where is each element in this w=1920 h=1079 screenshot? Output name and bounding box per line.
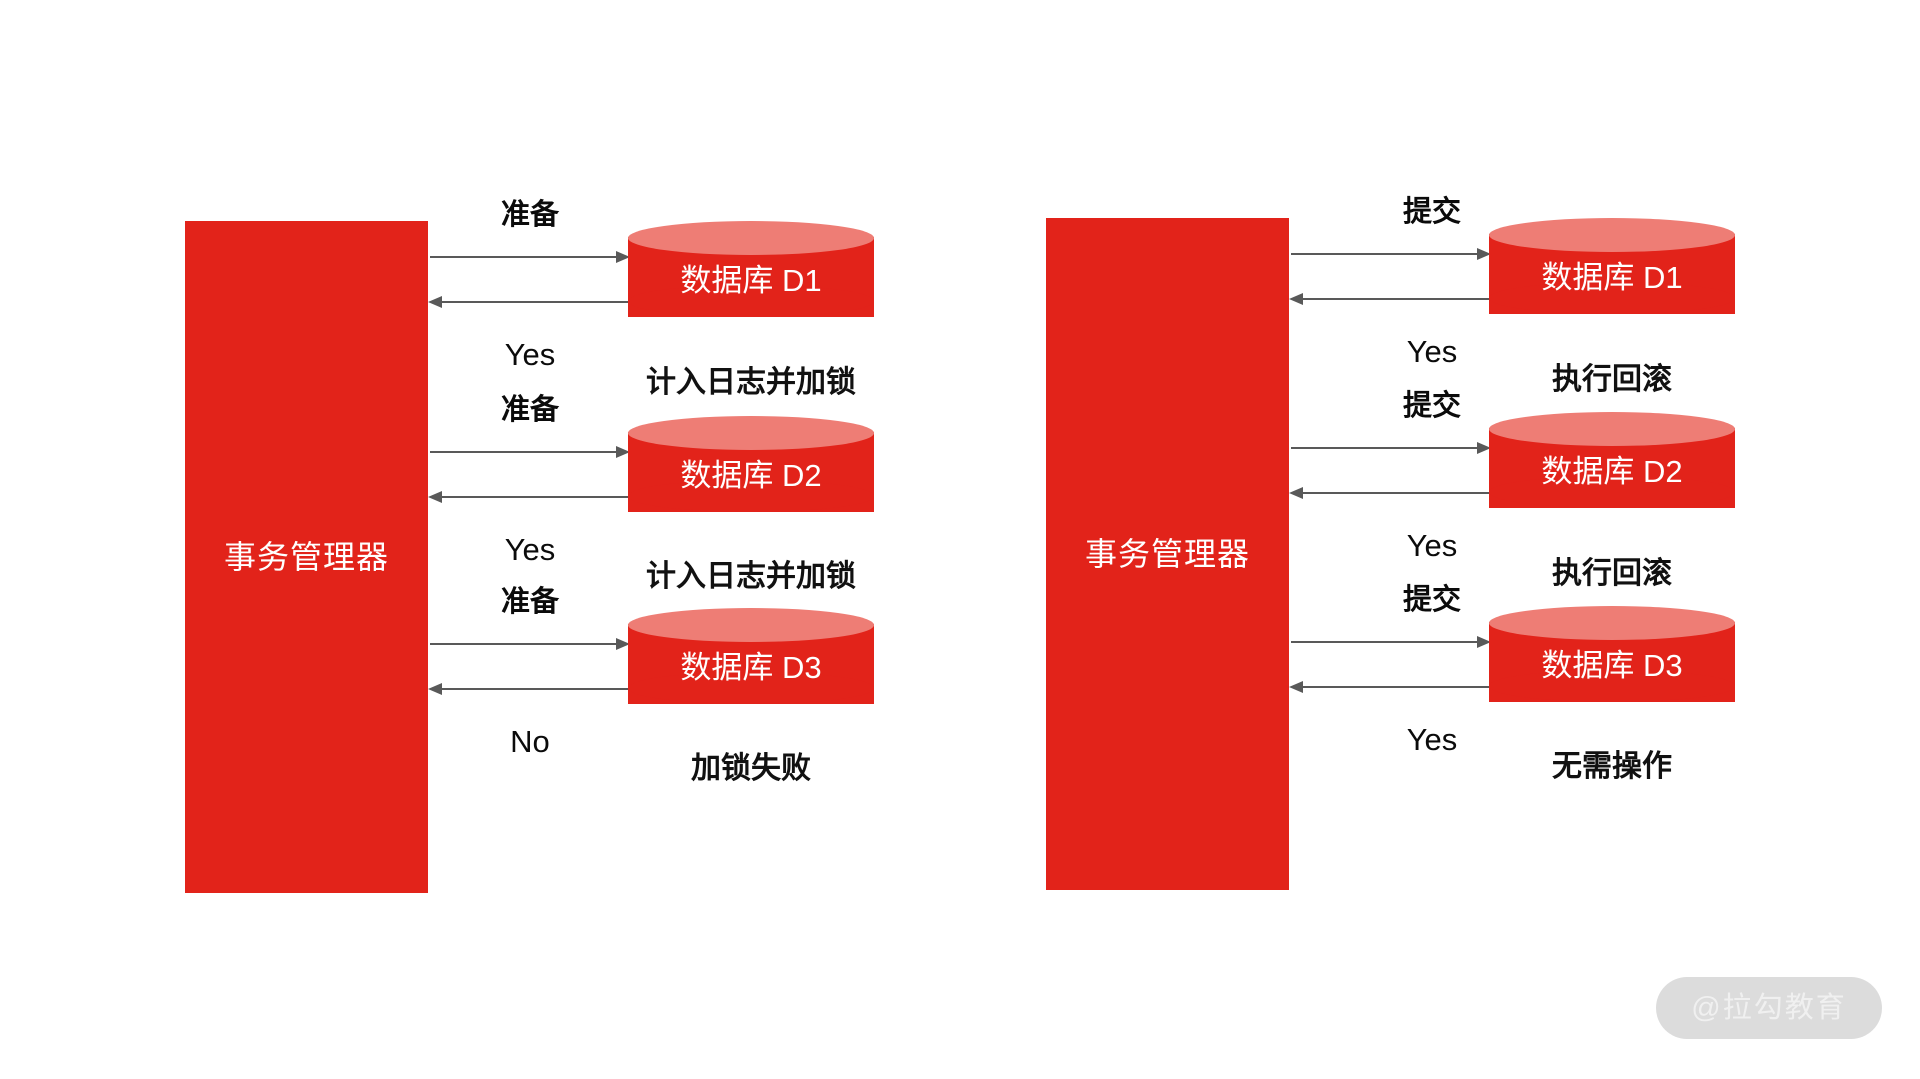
cylinder-top-ellipse [1489,218,1735,252]
cylinder-top-ellipse [628,221,874,255]
request-arrow-left-3 [430,637,630,651]
database-label-right-3: 数据库 D3 [1541,647,1683,683]
transaction-manager-label-right: 事务管理器 [1084,536,1250,572]
response-label-right-3: Yes [1406,722,1458,757]
cylinder-bottom-ellipse [628,480,874,512]
request-label-left-3: 准备 [500,586,559,618]
response-label-right-2: Yes [1406,528,1458,563]
database-label-left-3: 数据库 D3 [680,649,822,685]
request-label-left-2: 准备 [500,394,559,426]
request-label-left-1: 准备 [500,199,559,231]
database-cylinder-left-1: 数据库 D1 [628,221,874,333]
request-arrow-left-2 [430,445,630,459]
cylinder-bottom-ellipse [1489,670,1735,702]
request-label-right-1: 提交 [1402,196,1461,228]
database-label-right-2: 数据库 D2 [1541,453,1683,489]
response-label-right-1: Yes [1406,334,1458,369]
transaction-manager-label-left: 事务管理器 [223,539,389,575]
database-caption-right-1: 执行回滚 [1552,363,1672,396]
response-label-left-3: No [510,724,550,759]
response-arrow-left-2 [428,490,630,504]
database-cylinder-right-3: 数据库 D3 [1489,606,1735,718]
request-arrow-right-1 [1291,247,1491,261]
database-caption-right-3: 无需操作 [1552,750,1672,783]
transaction-manager-box-left: 事务管理器 [185,221,428,893]
response-arrow-left-1 [428,295,630,309]
cylinder-bottom-ellipse [1489,476,1735,508]
cylinder-top-ellipse [1489,412,1735,446]
request-arrow-left-1 [430,250,630,264]
database-label-right-1: 数据库 D1 [1541,259,1683,295]
database-cylinder-right-1: 数据库 D1 [1489,218,1735,330]
database-label-left-1: 数据库 D1 [680,262,822,298]
response-label-left-2: Yes [504,532,556,567]
database-caption-left-2: 计入日志并加锁 [646,560,856,593]
request-arrow-right-2 [1291,441,1491,455]
response-label-left-1: Yes [504,337,556,372]
transaction-manager-box-right: 事务管理器 [1046,218,1289,890]
database-caption-left-3: 加锁失败 [691,752,811,785]
database-cylinder-left-2: 数据库 D2 [628,416,874,528]
database-cylinder-right-2: 数据库 D2 [1489,412,1735,524]
response-arrow-right-1 [1289,292,1491,306]
request-label-right-2: 提交 [1402,390,1461,422]
cylinder-top-ellipse [628,608,874,642]
response-arrow-right-2 [1289,486,1491,500]
database-cylinder-left-3: 数据库 D3 [628,608,874,720]
database-caption-left-1: 计入日志并加锁 [646,366,856,399]
cylinder-bottom-ellipse [628,285,874,317]
cylinder-top-ellipse [628,416,874,450]
watermark-text: @拉勾教育 [1691,991,1847,1024]
database-label-left-2: 数据库 D2 [680,457,822,493]
response-arrow-left-3 [428,682,630,696]
cylinder-bottom-ellipse [628,672,874,704]
request-label-right-3: 提交 [1402,584,1461,616]
response-arrow-right-3 [1289,680,1491,694]
database-caption-right-2: 执行回滚 [1552,557,1672,590]
request-arrow-right-3 [1291,635,1491,649]
cylinder-bottom-ellipse [1489,282,1735,314]
cylinder-top-ellipse [1489,606,1735,640]
watermark-badge: @拉勾教育 [1656,977,1882,1039]
